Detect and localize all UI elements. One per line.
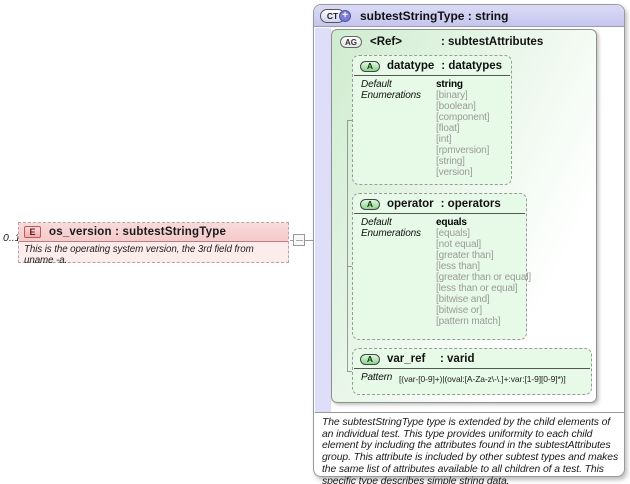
attribute-box-operator[interactable]: A operator : operators Default equals En… [352, 193, 531, 340]
attribute-icon: A [360, 353, 380, 365]
attribute-group-header: AG <Ref> : subtestAttributes [332, 30, 596, 48]
attribute-type: : operators [440, 198, 501, 210]
documentation-divider [315, 412, 624, 413]
complextype-header: CT + subtestStringType : string [314, 5, 624, 27]
enumeration-item: [version] [436, 167, 473, 178]
pattern-label: Pattern [361, 372, 393, 383]
extension-strip [315, 28, 331, 412]
attribute-header: A datatype : datatypes [353, 56, 511, 75]
enumeration-item: [rpmversion] [436, 145, 490, 156]
plus-icon[interactable]: + [339, 9, 351, 22]
attribute-box-datatype[interactable]: A datatype : datatypes Default string En… [352, 55, 512, 185]
attribute-header: A operator : operators [353, 194, 526, 213]
enumeration-item: [pattern match] [436, 316, 501, 327]
attribute-divider [354, 368, 590, 369]
attribute-facets: Default string Enumerations [binary][boo… [353, 76, 511, 182]
attribute-name: datatype [387, 60, 435, 72]
default-label: Default [361, 79, 392, 90]
tree-stub-datatype [347, 120, 353, 121]
attribute-group-type: : subtestAttributes [441, 36, 544, 48]
enumeration-item: [string] [436, 156, 465, 167]
attribute-box-var-ref[interactable]: A var_ref : varid Pattern [(var-[0-9]+)|… [352, 348, 592, 395]
attribute-icon: A [360, 198, 380, 210]
enumeration-item: [component] [436, 112, 490, 123]
attribute-divider [354, 75, 510, 76]
enumeration-item: [not equal] [436, 239, 482, 250]
enumerations-label: Enumerations [361, 228, 421, 239]
enumeration-item: [bitwise and] [436, 294, 490, 305]
enumeration-item: [less than] [436, 261, 480, 272]
element-header: E os_version : subtestStringType [19, 223, 288, 242]
attribute-facets: Pattern [(var-[0-9]+)|(oval:[A-Za-z\-\.]… [353, 369, 591, 389]
enumeration-item: [less than or equal] [436, 283, 518, 294]
attribute-divider [354, 213, 525, 214]
element-title: os_version : subtestStringType [49, 226, 227, 238]
attribute-type: : datatypes [441, 60, 503, 72]
complextype-title: subtestStringType : string [360, 8, 509, 23]
enumeration-item: [bitwise or] [436, 305, 482, 316]
element-annotation: This is the operating system version, th… [24, 244, 254, 266]
tree-stub-varref [347, 371, 353, 372]
default-label: Default [361, 217, 392, 228]
tree-stub-operator [347, 266, 353, 267]
attribute-name: operator [387, 198, 434, 210]
attribute-type: : varid [440, 353, 475, 365]
element-box-os-version[interactable]: E os_version : subtestStringType This is… [18, 222, 289, 266]
enumeration-item: [greater than or equal] [436, 272, 531, 283]
enumeration-item: [int] [436, 134, 452, 145]
complextype-icon: CT + [320, 8, 351, 23]
type-documentation: The subtestStringType type is extended b… [322, 417, 619, 484]
enumeration-item: [float] [436, 123, 460, 134]
pattern-value: [(var-[0-9]+)|(oval:[A-Za-z\-\.]+:var:[1… [399, 374, 566, 384]
enumeration-list: [binary][boolean][component][float][int]… [436, 90, 490, 178]
enumeration-item: [equals] [436, 228, 470, 239]
attribute-name: var_ref [387, 353, 426, 365]
attributegroup-icon: AG [340, 36, 362, 48]
default-value: equals [436, 217, 467, 228]
default-value: string [436, 79, 463, 90]
enumeration-item: [boolean] [436, 101, 476, 112]
element-icon: E [24, 226, 41, 238]
cardinality-label: 0..1 [3, 232, 21, 244]
enumerations-label: Enumerations [361, 90, 421, 101]
attribute-facets: Default equals Enumerations [equals][not… [353, 214, 531, 331]
collapse-toggle[interactable] [293, 234, 305, 246]
attribute-icon: A [360, 60, 380, 72]
attribute-header: A var_ref : varid [353, 349, 591, 368]
attribute-group-ref: <Ref> [370, 36, 402, 48]
enumeration-item: [binary] [436, 90, 468, 101]
enumeration-list: [equals][not equal][greater than][less t… [436, 228, 531, 327]
enumeration-item: [greater than] [436, 250, 494, 261]
tree-connector-line [347, 120, 348, 372]
